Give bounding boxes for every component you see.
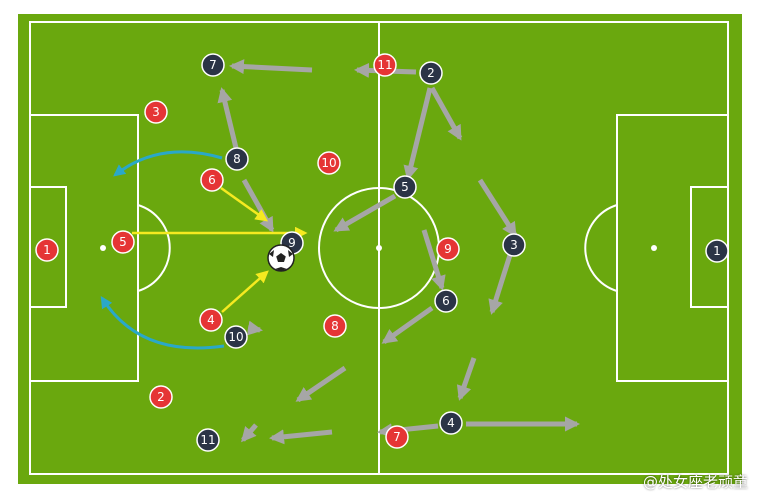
red-player-marker: 4: [199, 308, 223, 332]
run-arrow: [295, 365, 347, 403]
run-arrow: [333, 193, 397, 233]
red-player-marker: 11: [373, 53, 397, 77]
run-arrow: [381, 305, 434, 345]
soccer-ball-icon: [267, 244, 295, 272]
player-number: 10: [228, 330, 243, 344]
player-number: 3: [510, 238, 518, 252]
navy-player-marker: 1: [705, 239, 729, 263]
pass-arrow: [220, 186, 269, 222]
run-arrows: [217, 59, 580, 445]
player-number: 1: [43, 243, 51, 257]
run-arrow: [477, 178, 518, 238]
player-number: 8: [233, 152, 241, 166]
player-number: 10: [321, 156, 336, 170]
red-player-marker: 10: [317, 151, 341, 175]
red-player-marker: 5: [111, 230, 135, 254]
navy-player-marker: 6: [434, 289, 458, 313]
run-arrow: [217, 87, 239, 149]
pass-arrow: [221, 270, 269, 313]
player-number: 7: [393, 430, 401, 444]
player-number: 11: [200, 433, 215, 447]
navy-player-marker: 10: [224, 325, 248, 349]
red-player-marker: 2: [149, 385, 173, 409]
player-number: 4: [447, 416, 455, 430]
run-arrow: [269, 429, 333, 445]
player-number: 5: [119, 235, 127, 249]
run-arrow: [421, 229, 446, 291]
navy-player-marker: 7: [201, 53, 225, 77]
red-team: 1 5 3 6 4 2 10 8 11 9 7: [35, 53, 460, 449]
player-number: 2: [427, 66, 435, 80]
watermark: @处女座老顽童: [642, 473, 748, 491]
pass-arrows: [132, 186, 308, 313]
red-player-marker: 9: [436, 237, 460, 261]
curve-arrows: [100, 150, 225, 350]
navy-team: 1 7 8 9 10 11 2 5 3 6 4: [196, 53, 729, 452]
red-player-marker: 6: [200, 168, 224, 192]
pitch-spots: [100, 245, 657, 251]
run-arrow: [429, 86, 463, 141]
player-number: 8: [331, 319, 339, 333]
player-number: 1: [713, 244, 721, 258]
player-number: 7: [209, 58, 217, 72]
player-number: 9: [444, 242, 452, 256]
player-number: 11: [377, 58, 392, 72]
run-arrow: [488, 254, 513, 315]
navy-player-marker: 4: [439, 411, 463, 435]
player-number: 2: [157, 390, 165, 404]
run-arrow: [403, 87, 433, 181]
run-arrow: [456, 357, 477, 401]
navy-player-marker: 2: [419, 61, 443, 85]
red-player-marker: 1: [35, 238, 59, 262]
navy-player-marker: 8: [225, 147, 249, 171]
player-number: 4: [207, 313, 215, 327]
player-number: 5: [401, 180, 409, 194]
run-arrow: [241, 178, 275, 233]
navy-player-marker: 3: [502, 233, 526, 257]
curve-arrow: [100, 295, 225, 350]
red-player-marker: 7: [385, 425, 409, 449]
run-arrow: [246, 320, 263, 336]
navy-player-marker: 11: [196, 428, 220, 452]
player-number: 9: [288, 236, 296, 250]
red-player-marker: 8: [323, 314, 347, 338]
player-number: 6: [208, 173, 216, 187]
run-arrow: [229, 59, 313, 75]
run-arrow: [241, 423, 258, 443]
red-player-marker: 3: [144, 100, 168, 124]
navy-player-marker: 5: [393, 175, 417, 199]
curve-arrow: [113, 150, 223, 177]
player-number: 6: [442, 294, 450, 308]
player-number: 3: [152, 105, 160, 119]
